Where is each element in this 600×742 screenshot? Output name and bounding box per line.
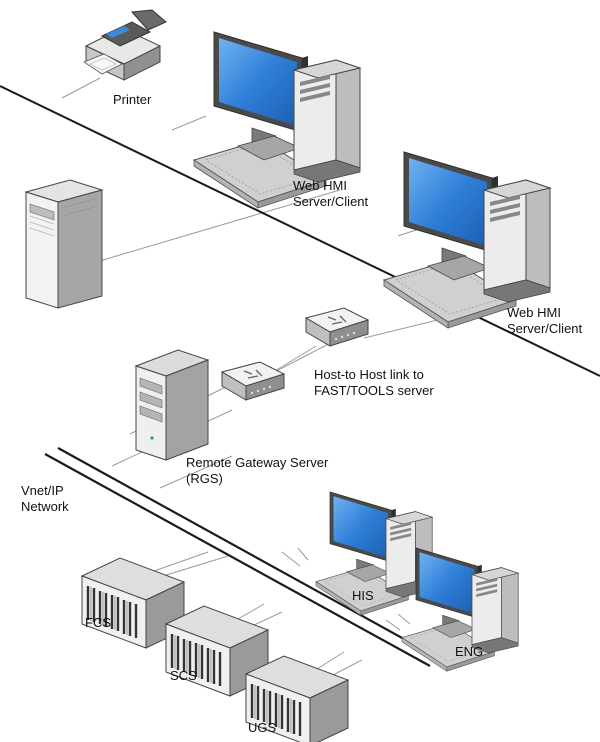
router-icon-upper[interactable] [305,307,369,347]
fcs-label: FCS [85,615,111,630]
web-hmi-workstation-2[interactable] [383,151,551,329]
printer-label: Printer [113,92,152,107]
remote-gateway-server-icon[interactable] [134,349,210,461]
rgs-label: Remote Gateway Server (RGS) [186,455,329,486]
vnet-ip-network-lines [44,447,443,667]
upper-network-line [0,85,600,377]
vnet-ip-network-label: Vnet/IP Network [21,483,69,514]
router-icon-lower[interactable] [221,361,285,401]
server-cabinet-icon[interactable] [24,179,104,309]
scs-label: SCS [170,668,197,683]
his-workstation[interactable] [315,491,433,616]
web-hmi-1-label: Web HMI Server/Client [293,178,369,209]
web-hmi-2-label: Web HMI Server/Client [507,305,583,336]
ugs-label: UGS [248,720,277,735]
printer-icon[interactable] [83,9,167,81]
host-link-label: Host-to Host link to FAST/TOOLS server [314,367,434,398]
his-label: HIS [352,588,374,603]
eng-label: ENG [455,644,484,659]
